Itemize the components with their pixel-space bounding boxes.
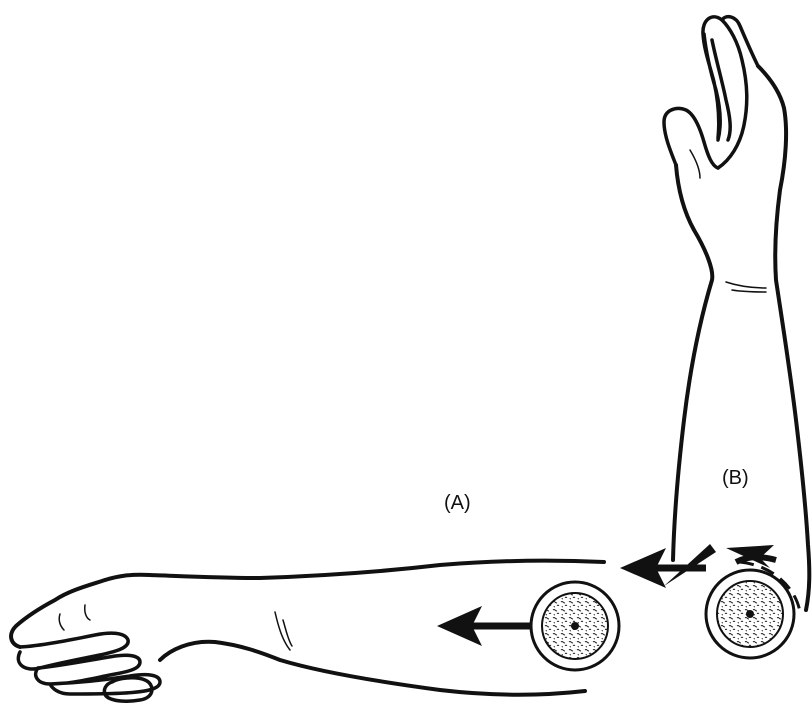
arrow-a [437, 606, 531, 646]
arm-b-fingers [703, 17, 747, 168]
arm-b-crease [726, 282, 766, 292]
label-b: (B) [722, 467, 749, 490]
arm-b-left-edge [673, 165, 712, 560]
arm-a-fingers [18, 633, 160, 694]
arm-a [11, 561, 604, 701]
arm-b-thumb [664, 109, 718, 169]
arm-a-knuckle [59, 605, 90, 630]
arm-a-palm-edge [160, 642, 585, 695]
arm-b-right-edge [758, 66, 809, 610]
arm-b [664, 17, 809, 610]
cross-section-a [531, 582, 619, 670]
cross-section-b [706, 570, 794, 658]
label-a: (A) [444, 492, 471, 515]
arrow-b-straight [620, 544, 716, 588]
arm-a-crease [275, 612, 292, 650]
arm-b-knuckle [690, 150, 700, 178]
arm-a-upper-edge [105, 561, 604, 580]
